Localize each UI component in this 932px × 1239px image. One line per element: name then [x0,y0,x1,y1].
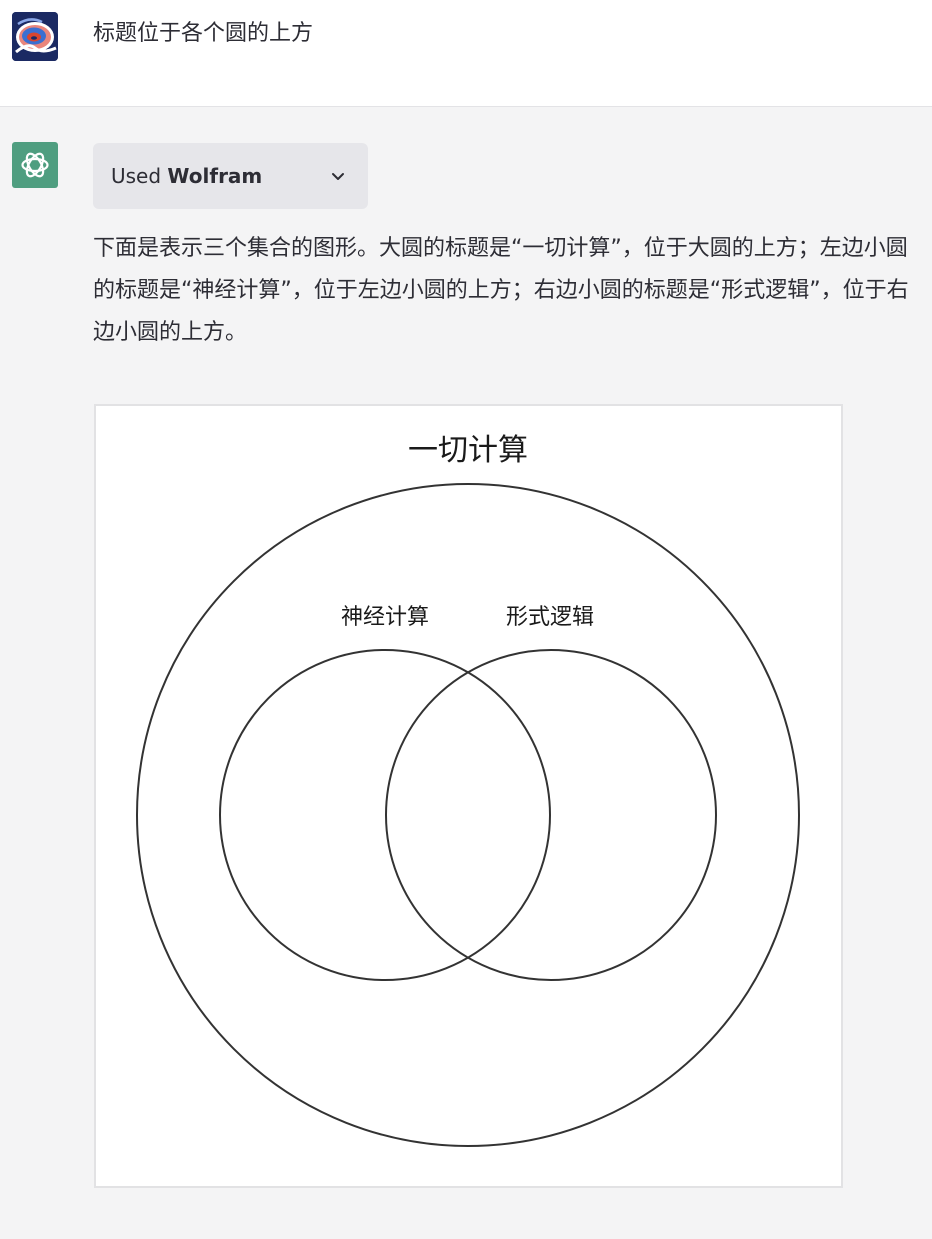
openai-logo-icon [21,152,49,178]
outer-circle-title: 一切计算 [408,433,528,468]
assistant-avatar [12,142,58,188]
outer-circle [136,483,800,1147]
chevron-down-icon [332,173,344,180]
user-message-row: 标题位于各个圆的上方 [0,0,932,107]
user-message-text: 标题位于各个圆的上方 [93,21,314,46]
galaxy-avatar-icon [12,12,58,61]
venn-diagram: 一切计算 神经计算 形式逻辑 [136,433,800,1147]
assistant-answer-text: 下面是表示三个集合的图形。大圆的标题是“一切计算”，位于大圆的上方；左边小圆的标… [93,236,909,345]
left-circle-title: 神经计算 [341,605,429,630]
plugin-usage-label: Used Wolfram [111,143,262,209]
right-circle [385,649,717,981]
right-circle-title: 形式逻辑 [506,605,594,630]
plugin-name: Wolfram [167,164,263,188]
plugin-prefix: Used [111,164,162,188]
venn-diagram-image: 一切计算 神经计算 形式逻辑 [94,404,843,1188]
user-avatar [12,12,58,61]
plugin-usage-toggle[interactable]: Used Wolfram [93,143,368,209]
left-circle [219,649,551,981]
